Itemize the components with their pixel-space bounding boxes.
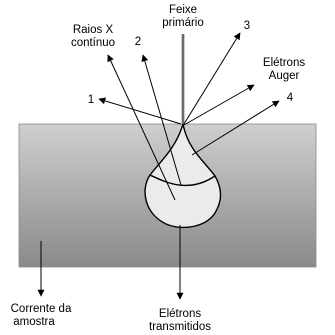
arrow-ray-2	[141, 54, 182, 186]
label-xray-2: contínuo	[71, 37, 115, 49]
label-auger-1: Elétrons	[263, 57, 305, 69]
label-transmitted-1: Elétrons	[159, 308, 201, 320]
label-auger-2: Auger	[269, 70, 300, 82]
label-transmitted-2: transmitidos	[149, 321, 211, 333]
label-xray-1: Raios X	[73, 24, 114, 36]
label-sample-current-1: Corrente da	[11, 303, 72, 315]
arrow-ray-4	[191, 100, 280, 156]
label-sample-current-2: amostra	[13, 316, 55, 328]
label-ray-2: 2	[135, 36, 141, 48]
arrow-ray-3	[183, 32, 241, 125]
label-ray-4: 4	[287, 92, 294, 104]
arrow-auger-electrons	[183, 84, 255, 126]
label-primary-beam-2: primário	[162, 17, 204, 29]
interaction-volume	[144, 123, 222, 228]
label-primary-beam-1: Feixe	[169, 4, 197, 16]
label-ray-1: 1	[88, 94, 94, 106]
arrow-xray-continuum	[107, 54, 176, 201]
arrow-ray-1	[98, 97, 182, 125]
interaction-volume-boundary	[149, 174, 216, 186]
label-ray-3: 3	[244, 20, 250, 32]
